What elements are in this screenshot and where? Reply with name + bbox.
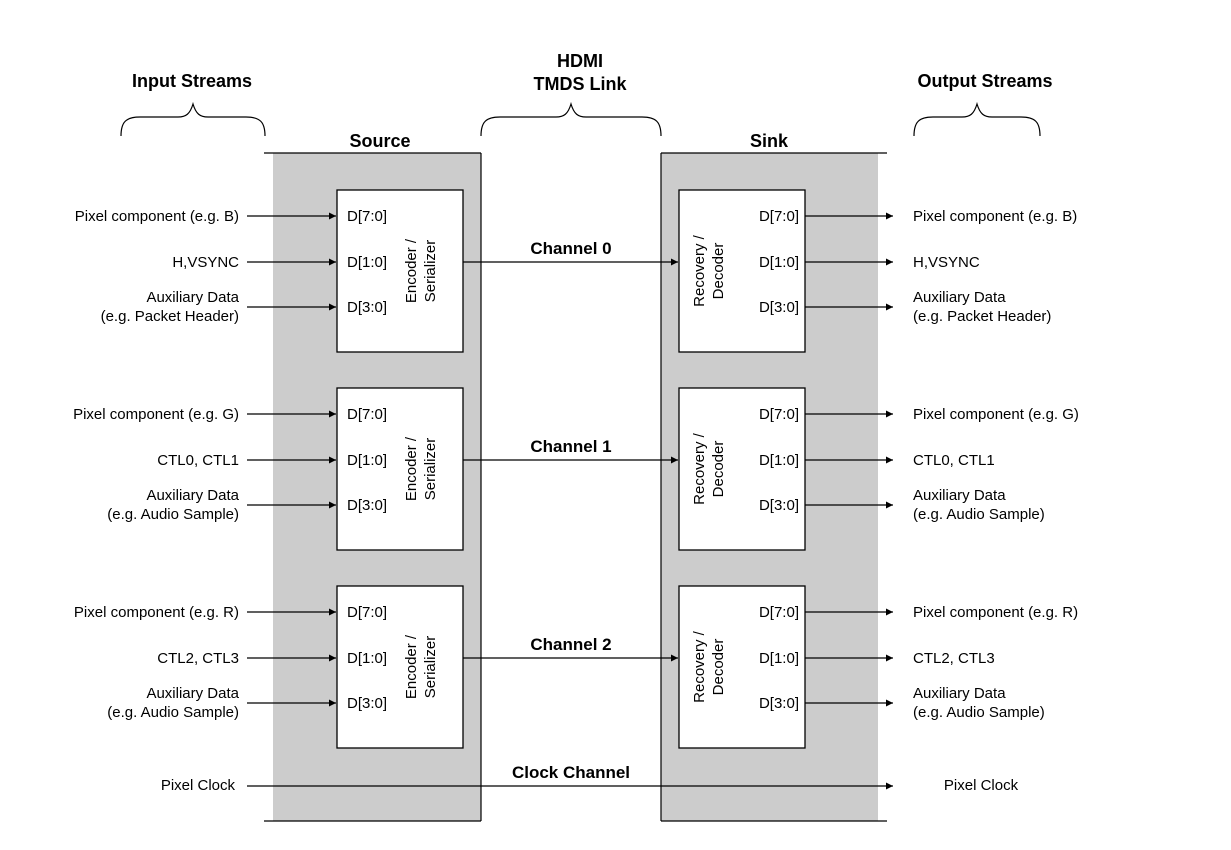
recovery-label-line: Recovery / <box>691 432 708 505</box>
input-stream-label: CTL2, CTL3 <box>157 650 239 667</box>
input-stream-label: (e.g. Packet Header) <box>101 308 239 325</box>
pixel-clock-output-label: Pixel Clock <box>944 777 1019 794</box>
decoder-box <box>678 189 806 353</box>
decoder-label-line: Decoder <box>710 243 727 300</box>
channel-name-label: Channel 2 <box>530 635 611 654</box>
encoder-label-line: Encoder / <box>403 634 420 699</box>
hdmi-heading: HDMI <box>557 51 603 71</box>
clock-channel-label: Clock Channel <box>512 763 630 782</box>
sink-heading: Sink <box>750 131 789 151</box>
encoder-serializer-label: Encoder /Serializer <box>403 436 439 501</box>
recovery-label-line: Recovery / <box>691 630 708 703</box>
recovery-label-line: Recovery / <box>691 234 708 307</box>
serializer-label-line: Serializer <box>422 438 439 501</box>
output-stream-label: H,VSYNC <box>913 254 980 271</box>
recovery-decoder-label: Recovery /Decoder <box>691 432 727 505</box>
tmds-link-heading: TMDS Link <box>534 74 628 94</box>
encoder-pin-label: D[7:0] <box>347 406 387 423</box>
encoder-box <box>336 189 464 353</box>
hdmi-link-brace <box>480 101 662 137</box>
decoder-pin-label: D[7:0] <box>759 406 799 423</box>
pixel-clock-input-label: Pixel Clock <box>161 777 236 794</box>
input-stream-label: CTL0, CTL1 <box>157 452 239 469</box>
input-stream-label: (e.g. Audio Sample) <box>107 704 239 721</box>
encoder-pin-label: D[7:0] <box>347 208 387 225</box>
encoder-box <box>336 387 464 551</box>
decoder-pin-label: D[1:0] <box>759 650 799 667</box>
output-stream-label: CTL2, CTL3 <box>913 650 995 667</box>
encoder-box <box>336 585 464 749</box>
recovery-decoder-label: Recovery /Decoder <box>691 630 727 703</box>
decoder-box <box>678 387 806 551</box>
channel-name-label: Channel 1 <box>530 437 611 456</box>
decoder-pin-label: D[3:0] <box>759 497 799 514</box>
input-stream-label: Pixel component (e.g. G) <box>73 406 239 423</box>
input-stream-label: (e.g. Audio Sample) <box>107 506 239 523</box>
output-stream-label: CTL0, CTL1 <box>913 452 995 469</box>
input-stream-label: Auxiliary Data <box>146 289 239 306</box>
channel-group: Encoder /Serializer Recovery /Decoder Chan… <box>73 387 1079 551</box>
encoder-pin-label: D[1:0] <box>347 452 387 469</box>
input-stream-label: Auxiliary Data <box>146 487 239 504</box>
input-stream-label: Pixel component (e.g. R) <box>74 604 239 621</box>
encoder-label-line: Encoder / <box>403 238 420 303</box>
output-stream-label: (e.g. Audio Sample) <box>913 506 1045 523</box>
input-streams-brace <box>120 101 266 137</box>
decoder-box <box>678 585 806 749</box>
output-stream-label: Auxiliary Data <box>913 685 1006 702</box>
decoder-pin-label: D[3:0] <box>759 695 799 712</box>
recovery-decoder-label: Recovery /Decoder <box>691 234 727 307</box>
decoder-label-line: Decoder <box>710 441 727 498</box>
decoder-pin-label: D[7:0] <box>759 208 799 225</box>
output-stream-label: Pixel component (e.g. R) <box>913 604 1078 621</box>
input-stream-label: H,VSYNC <box>172 254 239 271</box>
output-stream-label: Auxiliary Data <box>913 289 1006 306</box>
input-streams-heading: Input Streams <box>132 71 252 91</box>
decoder-pin-label: D[1:0] <box>759 254 799 271</box>
channel-group: Encoder /Serializer Recovery /Decoder Chan… <box>74 585 1078 749</box>
input-stream-label: Pixel component (e.g. B) <box>75 208 239 225</box>
decoder-pin-label: D[7:0] <box>759 604 799 621</box>
encoder-pin-label: D[3:0] <box>347 695 387 712</box>
encoder-pin-label: D[1:0] <box>347 650 387 667</box>
output-stream-label: (e.g. Packet Header) <box>913 308 1051 325</box>
decoder-label-line: Decoder <box>710 639 727 696</box>
decoder-pin-label: D[1:0] <box>759 452 799 469</box>
source-heading: Source <box>349 131 410 151</box>
encoder-label-line: Encoder / <box>403 436 420 501</box>
encoder-pin-label: D[7:0] <box>347 604 387 621</box>
decoder-pin-label: D[3:0] <box>759 299 799 316</box>
channel-group: Encoder /Serializer Recovery /Decoder Chan… <box>75 189 1077 353</box>
output-stream-label: Pixel component (e.g. G) <box>913 406 1079 423</box>
encoder-serializer-label: Encoder /Serializer <box>403 238 439 303</box>
output-stream-label: Auxiliary Data <box>913 487 1006 504</box>
encoder-serializer-label: Encoder /Serializer <box>403 634 439 699</box>
encoder-pin-label: D[1:0] <box>347 254 387 271</box>
output-streams-heading: Output Streams <box>917 71 1052 91</box>
output-stream-label: Pixel component (e.g. B) <box>913 208 1077 225</box>
serializer-label-line: Serializer <box>422 240 439 303</box>
output-streams-brace <box>913 101 1041 137</box>
channel-name-label: Channel 0 <box>530 239 611 258</box>
encoder-pin-label: D[3:0] <box>347 497 387 514</box>
input-stream-label: Auxiliary Data <box>146 685 239 702</box>
encoder-pin-label: D[3:0] <box>347 299 387 316</box>
output-stream-label: (e.g. Audio Sample) <box>913 704 1045 721</box>
serializer-label-line: Serializer <box>422 636 439 699</box>
